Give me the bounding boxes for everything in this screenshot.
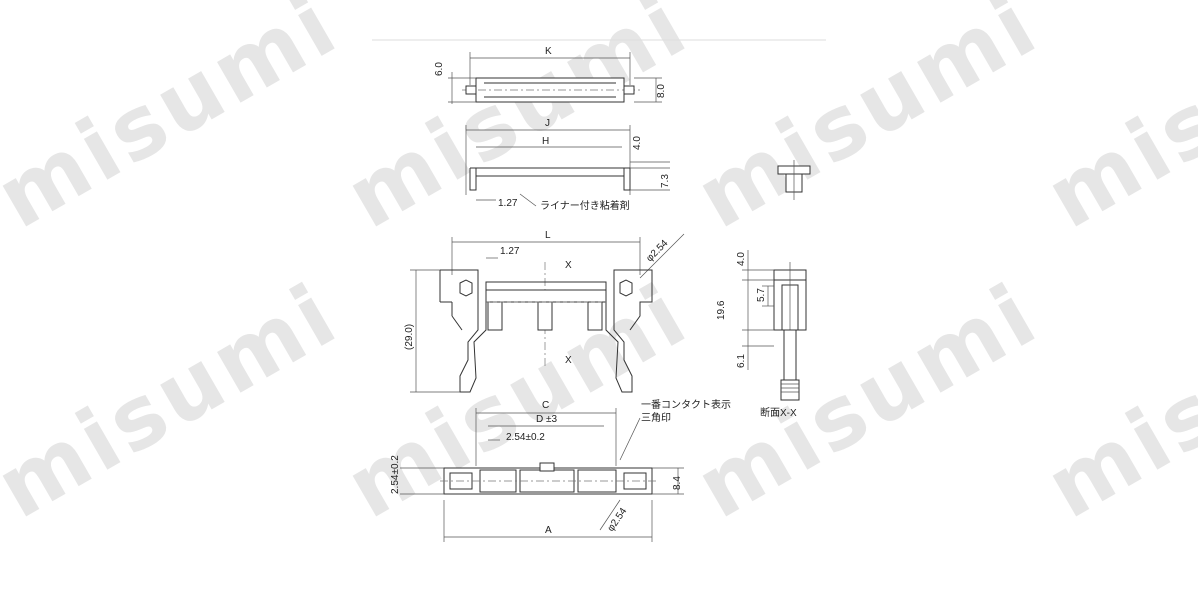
dim-A: A xyxy=(545,525,552,536)
dim-H: H xyxy=(542,136,549,147)
label-contact-mark-2: 三角印 xyxy=(641,412,671,424)
dim-phi-2-54-bottom: φ2.54 xyxy=(605,506,629,534)
section-X-top: X xyxy=(565,260,572,271)
section-mark-small xyxy=(777,160,811,200)
watermark-3: misumi xyxy=(681,0,1055,248)
label-contact-mark-1: 一番コンタクト表示 xyxy=(641,398,731,411)
dim-C: C xyxy=(542,400,549,411)
label-adhesive: ライナー付き粘着剤 xyxy=(540,199,630,212)
dim-8-0: 8.0 xyxy=(656,84,667,98)
dim-6-0: 6.0 xyxy=(434,62,445,76)
side-view: J H 4.0 7.3 1.27 ライナー付き粘着剤 xyxy=(465,118,671,212)
dim-pitch-vertical: 2.54±0.2 xyxy=(390,455,401,494)
dim-8-4: 8.4 xyxy=(672,476,683,490)
dim-D: D ±3 xyxy=(536,414,557,425)
dim-1-27-front: 1.27 xyxy=(500,246,520,257)
watermark-7: misumi xyxy=(681,264,1055,538)
dim-7-3: 7.3 xyxy=(660,174,671,188)
watermark-4: misumi xyxy=(1031,0,1198,248)
dim-4-0-side: 4.0 xyxy=(632,136,643,150)
dim-1-27-side: 1.27 xyxy=(498,198,518,209)
section-view: 4.0 5.7 19.6 6.1 断面X-X xyxy=(716,250,807,419)
dim-5-7: 5.7 xyxy=(756,288,767,302)
section-X-bot: X xyxy=(565,355,572,366)
dim-4-0-section: 4.0 xyxy=(736,252,747,266)
label-section: 断面X-X xyxy=(760,406,797,419)
watermark-8: misumi xyxy=(1031,264,1198,538)
watermark-1: misumi xyxy=(0,0,355,248)
dim-L: L xyxy=(545,230,551,241)
dim-K: K xyxy=(545,46,552,57)
watermark-2: misumi xyxy=(331,0,705,248)
dim-6-1: 6.1 xyxy=(736,354,747,368)
top-view-strip: K 6.0 8.0 xyxy=(434,46,667,104)
watermark-5: misumi xyxy=(0,264,355,538)
dim-pitch: 2.54±0.2 xyxy=(506,432,545,443)
dim-J: J xyxy=(545,118,550,129)
dim-29-0: (29.0) xyxy=(404,324,415,350)
dim-19-6: 19.6 xyxy=(716,300,727,320)
